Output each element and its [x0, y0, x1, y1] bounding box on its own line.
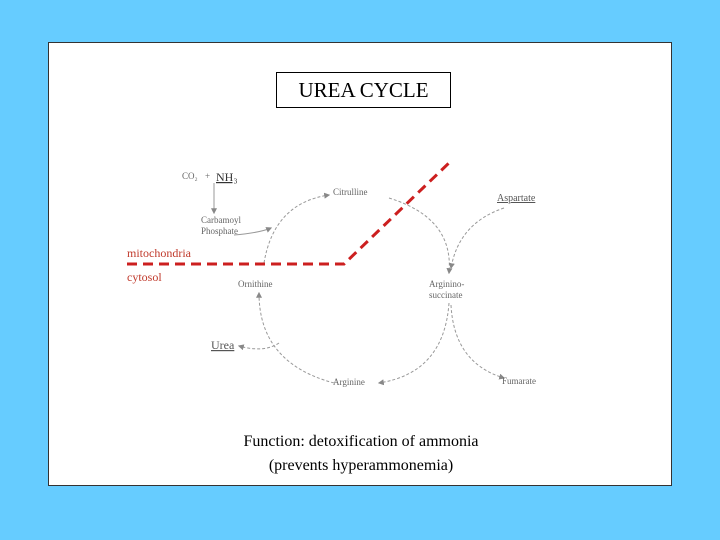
carbamoyl-label-line1: Carbamoyl	[201, 215, 241, 225]
slide-panel: UREA CYCLE CO₂ + NH₃ Carbamoyl Phosphate…	[48, 42, 672, 486]
argininosuccinate-label-line1: Arginino-	[429, 279, 464, 289]
argininosuccinate-label-line2: succinate	[429, 290, 462, 300]
arrow-arginine-to-urea	[237, 342, 280, 351]
cytosol-label: cytosol	[127, 270, 162, 284]
arginine-label: Arginine	[333, 377, 365, 387]
mitochondria-cytosol-boundary	[127, 159, 453, 266]
arc-ornithine-to-citrulline	[263, 192, 331, 264]
arc-citrulline-to-argininosuccinate	[388, 197, 453, 275]
function-text: Function: detoxification of ammonia	[243, 433, 479, 450]
arc-arginine-to-ornithine	[256, 291, 335, 384]
arrow-carbamoyl-to-cycle	[233, 227, 273, 236]
arc-argininosuccinate-to-arginine	[377, 302, 450, 386]
fumarate-label: Fumarate	[502, 376, 536, 386]
slide-title: UREA CYCLE	[276, 72, 451, 108]
urea-label: Urea	[211, 338, 235, 352]
carbamoyl-label-line2: Phosphate	[201, 226, 238, 236]
co2-label: CO₂	[182, 171, 198, 181]
arrow-aspartate-to-cycle	[448, 207, 505, 270]
arrow-argininosuccinate-to-fumarate	[450, 304, 506, 380]
plus-sign: +	[205, 171, 210, 181]
function-subtext: (prevents hyperammonemia)	[268, 457, 454, 474]
aspartate-label: Aspartate	[497, 193, 536, 204]
ornithine-label: Ornithine	[238, 279, 273, 289]
citrulline-label: Citrulline	[333, 187, 368, 197]
urea-cycle-diagram: CO₂ + NH₃ Carbamoyl Phosphate Citrulline…	[127, 159, 536, 387]
mitochondria-label: mitochondria	[127, 246, 191, 260]
nh3-label: NH₃	[216, 170, 238, 184]
